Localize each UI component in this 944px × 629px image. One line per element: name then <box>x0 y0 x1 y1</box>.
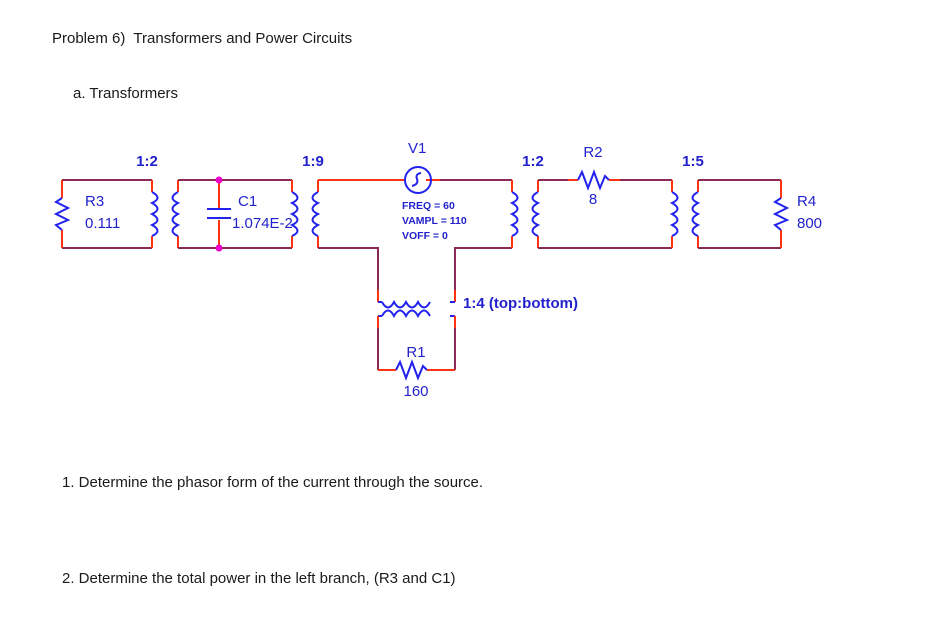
question-1: 1. Determine the phasor form of the curr… <box>62 474 484 491</box>
component-r3: R3 0.111 <box>53 179 152 249</box>
component-r2: R2 8 <box>538 144 672 249</box>
component-r1: R1 160 <box>377 328 456 400</box>
r2-value: 8 <box>589 191 597 208</box>
c1-name: C1 <box>238 193 257 210</box>
transformer-t1-ratio: 1:2 <box>136 153 158 170</box>
component-v1: V1 FREQ = 60 VAMPL = 110 VOFF = 0 <box>318 140 512 242</box>
v1-voff: VOFF = 0 <box>402 230 448 242</box>
transformer-t5: 1:4 (top:bottom) <box>377 290 578 328</box>
transformer-t1: 1:2 <box>136 153 181 248</box>
c1-value: 1.074E-2 <box>232 215 293 232</box>
v1-freq: FREQ = 60 <box>402 200 455 212</box>
transformer-t4: 1:5 <box>669 153 704 248</box>
transformer-t2-ratio: 1:9 <box>302 153 324 170</box>
component-r4: R4 800 <box>698 179 822 249</box>
section-label: a. Transformers <box>73 85 179 102</box>
bottom-rail <box>318 247 512 290</box>
r3-value: 0.111 <box>85 215 120 232</box>
transformer-t2: 1:9 <box>289 153 324 248</box>
r1-name: R1 <box>406 344 425 361</box>
transformer-t3: 1:2 <box>509 153 544 248</box>
junction-dot <box>215 176 223 184</box>
r4-name: R4 <box>797 193 816 210</box>
r4-value: 800 <box>797 215 822 232</box>
component-c1: C1 1.074E-2 <box>178 176 293 252</box>
v1-vampl: VAMPL = 110 <box>402 215 467 227</box>
question-2: 2. Determine the total power in the left… <box>62 570 456 587</box>
r1-value: 160 <box>403 383 428 400</box>
transformer-t4-ratio: 1:5 <box>682 153 704 170</box>
junction-dot <box>215 244 223 252</box>
circuit-schematic: R3 0.111 1:2 C1 1.074E-2 1:9 <box>53 140 822 400</box>
page-title: Problem 6) Transformers and Power Circui… <box>52 30 353 47</box>
transformer-t3-ratio: 1:2 <box>522 153 544 170</box>
transformer-t5-ratio: 1:4 (top:bottom) <box>463 295 578 312</box>
v1-name: V1 <box>408 140 426 157</box>
r3-name: R3 <box>85 193 104 210</box>
r2-name: R2 <box>583 144 602 161</box>
